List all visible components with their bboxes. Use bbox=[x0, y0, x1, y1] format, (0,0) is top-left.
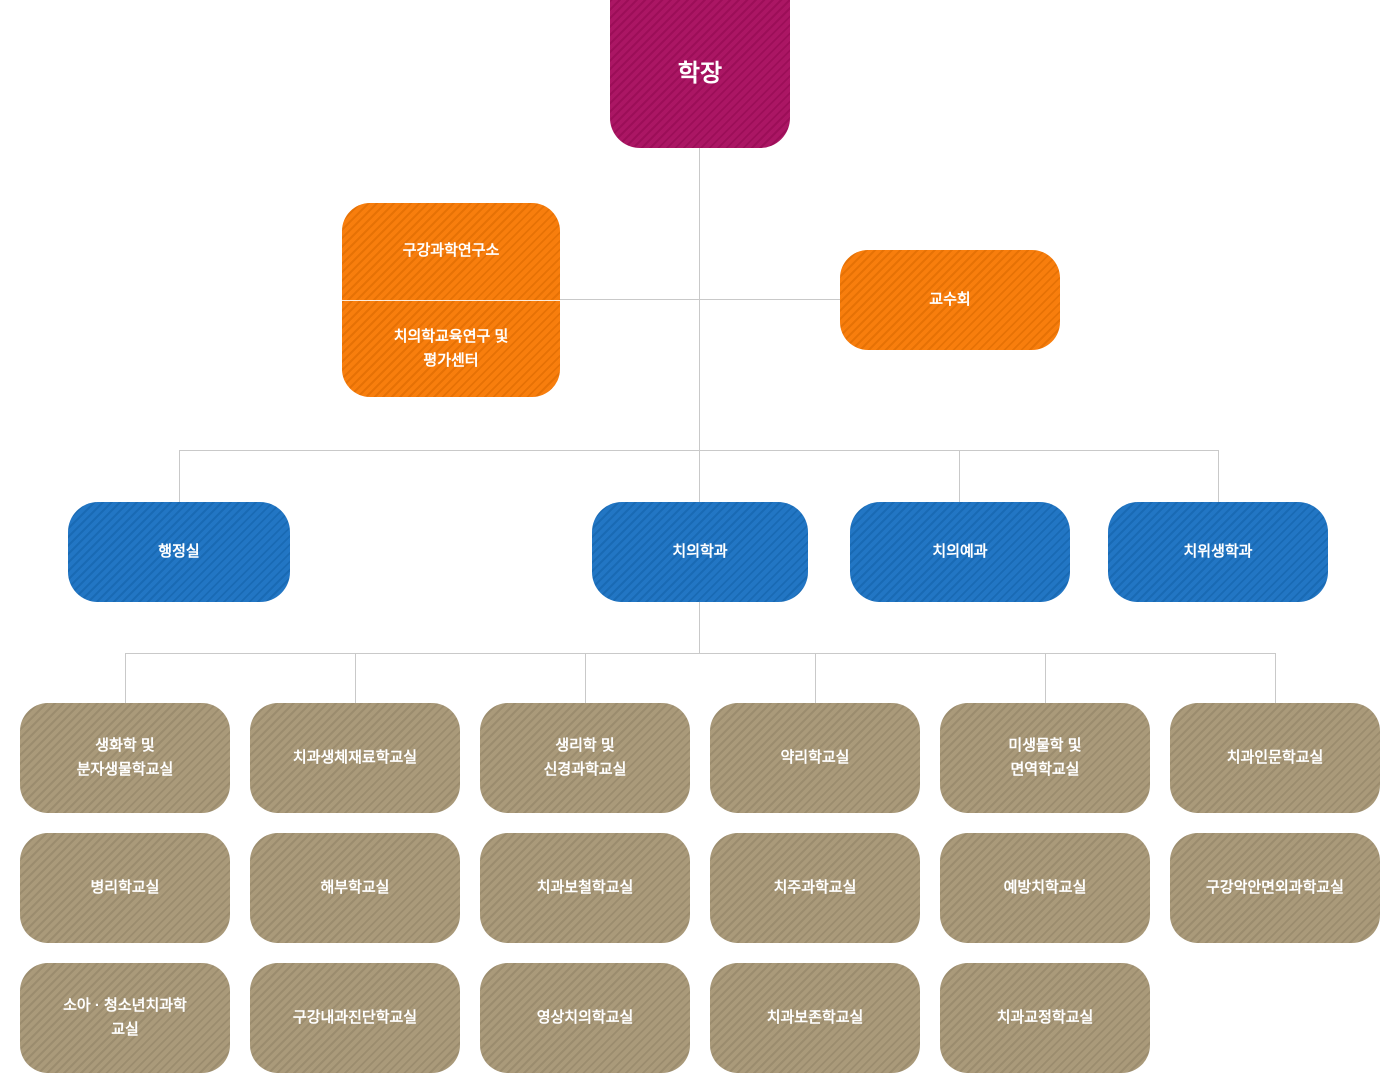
staff-left-stack: 구강과학연구소 치의학교육연구 및 평가센터 bbox=[342, 203, 560, 397]
connector-line bbox=[815, 653, 816, 703]
department-box: 치주과학교실 bbox=[710, 833, 920, 943]
connector-line bbox=[125, 653, 1275, 654]
connector-line bbox=[179, 450, 180, 502]
department-box: 생화학 및 분자생물학교실 bbox=[20, 703, 230, 813]
department-box: 병리학교실 bbox=[20, 833, 230, 943]
oral-science-institute-box: 구강과학연구소 bbox=[342, 203, 560, 300]
faculty-council-box: 교수회 bbox=[840, 250, 1060, 350]
pre-dentistry-dept-box: 치의예과 bbox=[850, 502, 1070, 602]
connector-line bbox=[560, 299, 840, 300]
connector-line bbox=[1218, 450, 1219, 502]
department-box: 구강악안면외과학교실 bbox=[1170, 833, 1380, 943]
department-box: 약리학교실 bbox=[710, 703, 920, 813]
dean-box: 학장 bbox=[610, 0, 790, 148]
department-box: 치과보존학교실 bbox=[710, 963, 920, 1073]
connector-line bbox=[1045, 653, 1046, 703]
department-box: 생리학 및 신경과학교실 bbox=[480, 703, 690, 813]
connector-line bbox=[1275, 653, 1276, 703]
connector-line bbox=[125, 653, 126, 703]
department-box: 영상치의학교실 bbox=[480, 963, 690, 1073]
connector-line bbox=[959, 450, 960, 502]
department-box: 치과생체재료학교실 bbox=[250, 703, 460, 813]
dental-education-center-box: 치의학교육연구 및 평가센터 bbox=[342, 299, 560, 397]
connector-line bbox=[699, 450, 700, 502]
admin-office-box: 행정실 bbox=[68, 502, 290, 602]
connector-line bbox=[699, 601, 700, 653]
department-box: 치과보철학교실 bbox=[480, 833, 690, 943]
department-box: 치과교정학교실 bbox=[940, 963, 1150, 1073]
dental-hygiene-dept-box: 치위생학과 bbox=[1108, 502, 1328, 602]
department-box: 소아 · 청소년치과학 교실 bbox=[20, 963, 230, 1073]
department-box: 구강내과진단학교실 bbox=[250, 963, 460, 1073]
dentistry-dept-box: 치의학과 bbox=[592, 502, 808, 602]
connector-line bbox=[355, 653, 356, 703]
department-box: 해부학교실 bbox=[250, 833, 460, 943]
connector-line bbox=[585, 653, 586, 703]
department-box: 치과인문학교실 bbox=[1170, 703, 1380, 813]
department-box: 예방치학교실 bbox=[940, 833, 1150, 943]
department-box: 미생물학 및 면역학교실 bbox=[940, 703, 1150, 813]
